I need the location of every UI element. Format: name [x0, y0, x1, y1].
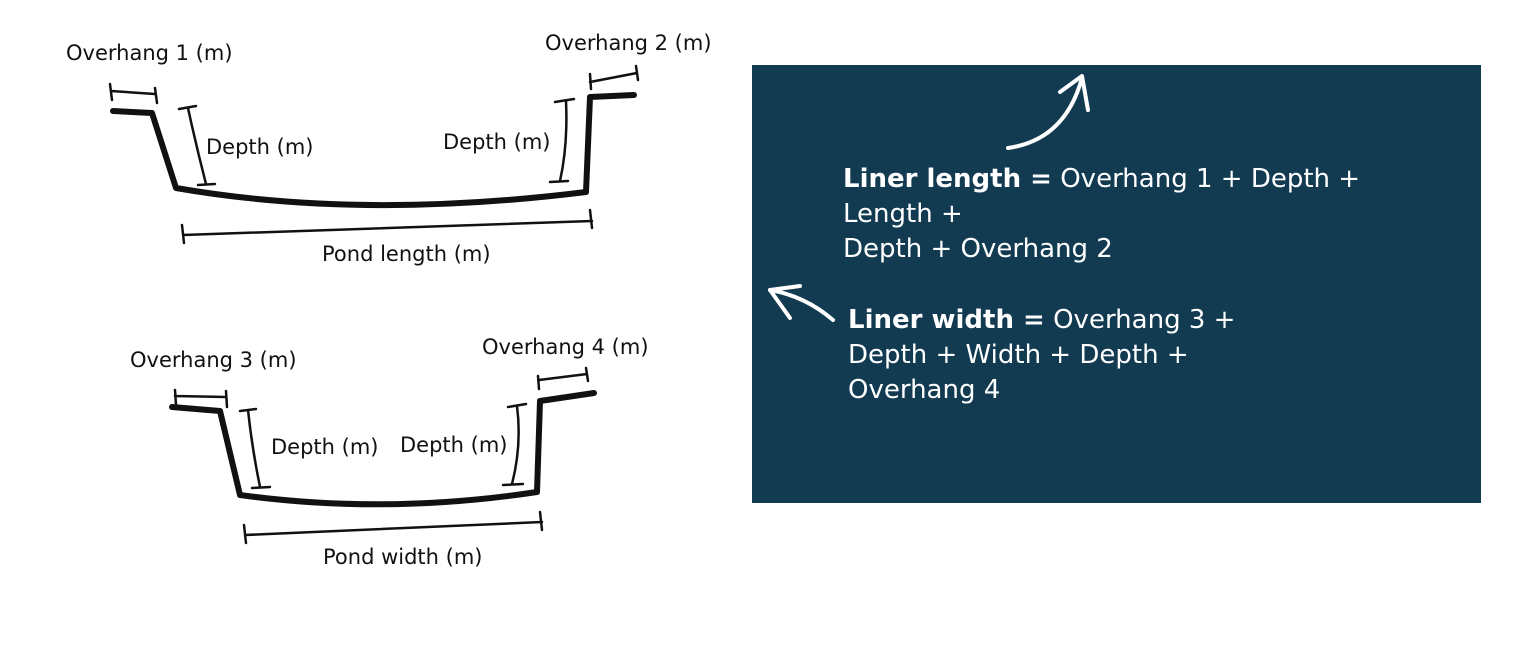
depth-4-label: Depth (m) [400, 433, 508, 457]
arrow-up-icon [1006, 74, 1090, 150]
liner-width-line-3: Overhang 4 [848, 375, 1001, 405]
depth-3-label: Depth (m) [271, 435, 379, 459]
liner-width-line-2: Depth + Width + Depth + [848, 340, 1189, 370]
depth-1-label: Depth (m) [206, 135, 314, 159]
liner-width-line-1: Overhang 3 + [1053, 305, 1236, 335]
arrow-left-icon [768, 288, 835, 322]
liner-length-term: Liner length = [843, 164, 1052, 194]
overhang-4-label: Overhang 4 (m) [482, 335, 649, 359]
depth-3-measure [238, 407, 272, 490]
depth-2-measure [548, 97, 576, 184]
pond-length-measure [180, 208, 594, 245]
overhang-1-measure [108, 82, 159, 105]
formula-panel [752, 65, 1481, 503]
overhang-3-measure [173, 388, 229, 409]
pond-length-label: Pond length (m) [322, 242, 491, 266]
liner-length-formula: Liner length = Overhang 1 + Depth + Leng… [843, 162, 1453, 267]
overhang-2-measure [588, 64, 640, 91]
pond-width-measure [242, 510, 544, 545]
overhang-2-label: Overhang 2 (m) [545, 31, 712, 55]
liner-width-formula: Liner width = Overhang 3 + Depth + Width… [848, 303, 1268, 408]
depth-4-measure [501, 402, 528, 487]
pond-width-profile [169, 390, 597, 508]
liner-length-line-1: Overhang 1 + Depth + Length + [843, 164, 1361, 229]
arrow-left-tip [768, 284, 802, 292]
overhang-4-measure [536, 366, 590, 391]
depth-1-measure [177, 104, 217, 187]
pond-length-profile [110, 92, 637, 209]
depth-2-label: Depth (m) [443, 130, 551, 154]
liner-length-line-2: Depth + Overhang 2 [843, 234, 1113, 264]
liner-width-term: Liner width = [848, 305, 1045, 335]
pond-length-diagram [108, 64, 640, 245]
pond-width-label: Pond width (m) [323, 545, 483, 569]
overhang-1-label: Overhang 1 (m) [66, 41, 233, 65]
pond-width-diagram [169, 366, 597, 545]
overhang-3-label: Overhang 3 (m) [130, 348, 297, 372]
